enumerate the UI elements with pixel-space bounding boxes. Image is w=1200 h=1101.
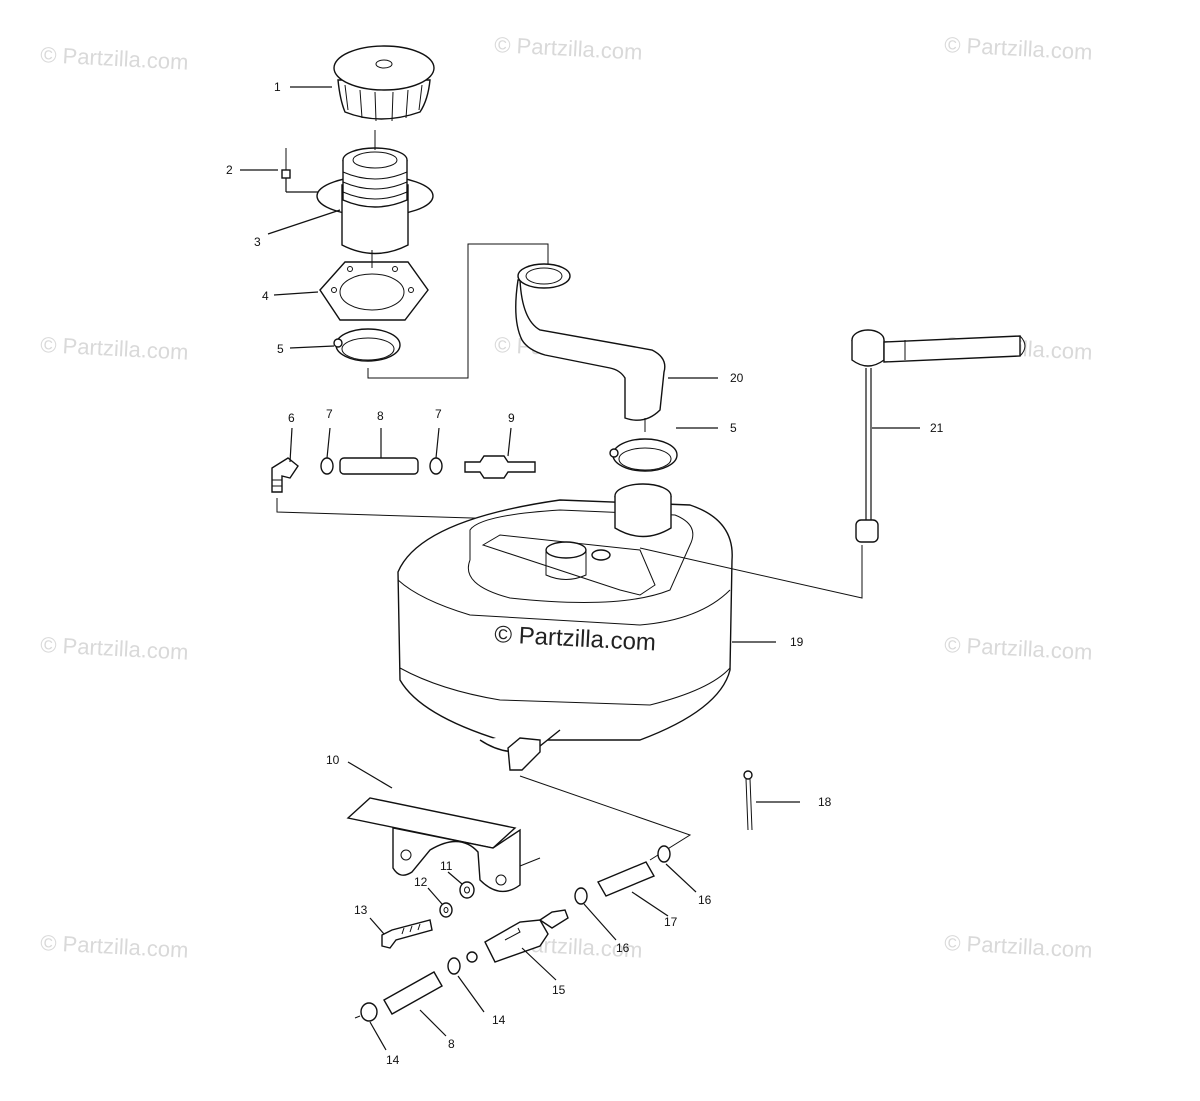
fuel-hose-icon [339,457,419,475]
watermark: © Partzilla.com [40,42,189,75]
callout-4: 4 [262,289,269,303]
watermark: © Partzilla.com [944,32,1093,65]
watermark: © Partzilla.com [40,930,189,963]
elbow-fitting-icon [271,457,299,493]
lock-washer-icon [439,902,453,918]
outlet-fitting-icon [507,737,541,771]
callout-3: 3 [254,235,261,249]
callout-6: 6 [288,411,295,425]
callout-5: 5 [277,342,284,356]
callout-20: 20 [730,371,744,385]
clamp-icon [333,328,401,362]
callout-9: 9 [508,411,515,425]
callout-1: 1 [274,80,281,94]
callout-8: 8 [448,1037,455,1051]
watermark: © Partzilla.com [944,930,1093,963]
bolt-icon [381,919,433,949]
watermarks: © Partzilla.com © Partzilla.com © Partzi… [40,32,1093,963]
callout-10: 10 [326,753,340,767]
callout-11: 11 [440,859,453,873]
clamp-icon [609,438,678,472]
callout-7: 7 [326,407,333,421]
watermark: © Partzilla.com [40,332,189,365]
filler-neck-icon [316,130,434,255]
mounting-bracket-icon [346,797,541,893]
callout-18: 18 [818,795,832,809]
check-valve-icon [464,455,536,479]
callout-13: 13 [354,903,368,917]
cotter-pin-icon [743,770,753,831]
callout-14: 14 [386,1053,400,1067]
callout-15: 15 [552,983,566,997]
callout-21: 21 [930,421,944,435]
callout-16: 16 [698,893,712,907]
fuel-hose-icon [596,861,656,897]
callout-19: 19 [790,635,804,649]
fuel-gauge-icon [851,329,1026,543]
leader-lines [240,86,920,1051]
screw-icon [281,148,330,193]
callout-5: 5 [730,421,737,435]
watermark: © Partzilla.com [944,632,1093,665]
callout-12: 12 [414,875,428,889]
hose-clamp-icon [657,845,671,863]
callout-7: 7 [435,407,442,421]
callout-16: 16 [616,941,630,955]
watermark: © Partzilla.com [494,32,643,65]
callout-8: 8 [377,409,384,423]
hose-clamp-icon [574,887,588,905]
gasket-icon [319,250,429,321]
hose-clamp-icon [429,457,443,475]
callout-17: 17 [664,915,678,929]
fuel-filter-icon [466,909,569,963]
fuel-hose-icon [383,971,443,1015]
callout-14: 14 [492,1013,506,1027]
fuel-cap-icon [333,45,435,122]
elbow-hose-icon [515,263,666,432]
fuel-tank-icon [397,483,733,753]
assembly-line [639,545,863,599]
hose-clamp-icon [354,1002,378,1022]
assembly-line [367,243,549,379]
washer-icon [459,881,475,899]
callout-2: 2 [226,163,233,177]
hose-clamp-icon [320,457,334,475]
hose-clamp-icon [447,957,461,975]
callouts: 1 2 3 4 5 6 7 8 7 9 20 5 21 19 10 18 11 … [226,80,944,1067]
watermark: © Partzilla.com [40,632,189,665]
fuel-line-assembly [271,455,536,493]
